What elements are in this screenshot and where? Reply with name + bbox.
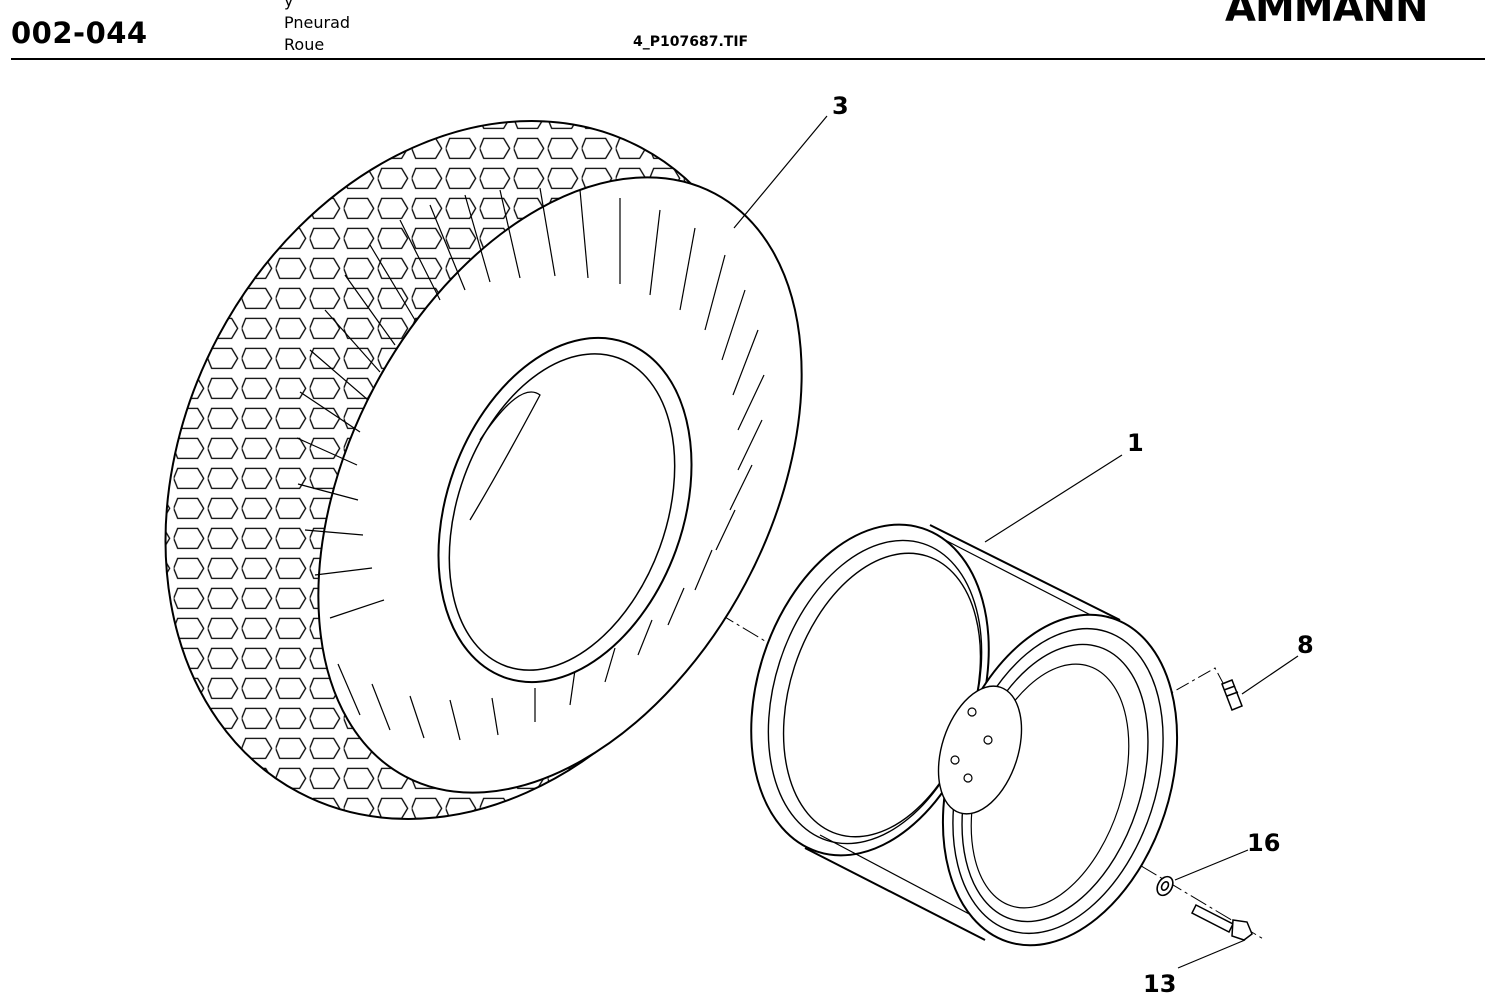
tire-part	[164, 120, 803, 820]
brand-logo: AMMANN	[1225, 0, 1428, 31]
callout-rim: 1	[1127, 429, 1144, 457]
header-divider	[11, 58, 1485, 60]
exploded-wheel-drawing: 3 1 8 16 13	[164, 92, 1314, 998]
part-titles: y Pneurad Roue	[284, 0, 350, 56]
callout-valve: 8	[1297, 631, 1314, 659]
title-line-2: Pneurad	[284, 13, 351, 32]
washer-part	[1156, 875, 1174, 897]
leader-tire	[733, 115, 828, 229]
callout-tire: 3	[832, 92, 849, 120]
drawing-filename: 4_P107687.TIF	[633, 34, 749, 50]
leader-lines	[733, 115, 1299, 969]
rim-hub-disc	[937, 685, 1023, 815]
rim-bolt-hole	[967, 707, 977, 717]
leader-valve	[1241, 655, 1299, 695]
tire-bead-inner	[448, 353, 676, 671]
leader-rim	[984, 454, 1123, 543]
page-header: 002-044 y Pneurad Roue 4_P107687.TIF AMM…	[0, 0, 1500, 62]
callout-washer: 16	[1247, 829, 1280, 857]
rim-barrel-top	[929, 524, 1121, 621]
leader-bolt	[1177, 939, 1246, 969]
page-code: 002-044	[11, 16, 148, 50]
bolt-part	[1190, 903, 1253, 941]
title-line-1: y	[284, 0, 294, 10]
tire-inner-wall	[469, 391, 541, 521]
title-line-3: Roue	[284, 35, 325, 54]
rim-part	[750, 523, 1179, 947]
valve-part	[1221, 679, 1243, 711]
callout-bolt: 13	[1143, 970, 1176, 998]
leader-washer	[1174, 849, 1249, 881]
tire-sidewall-ribs	[296, 187, 765, 741]
rim-barrel-bottom	[804, 847, 986, 941]
